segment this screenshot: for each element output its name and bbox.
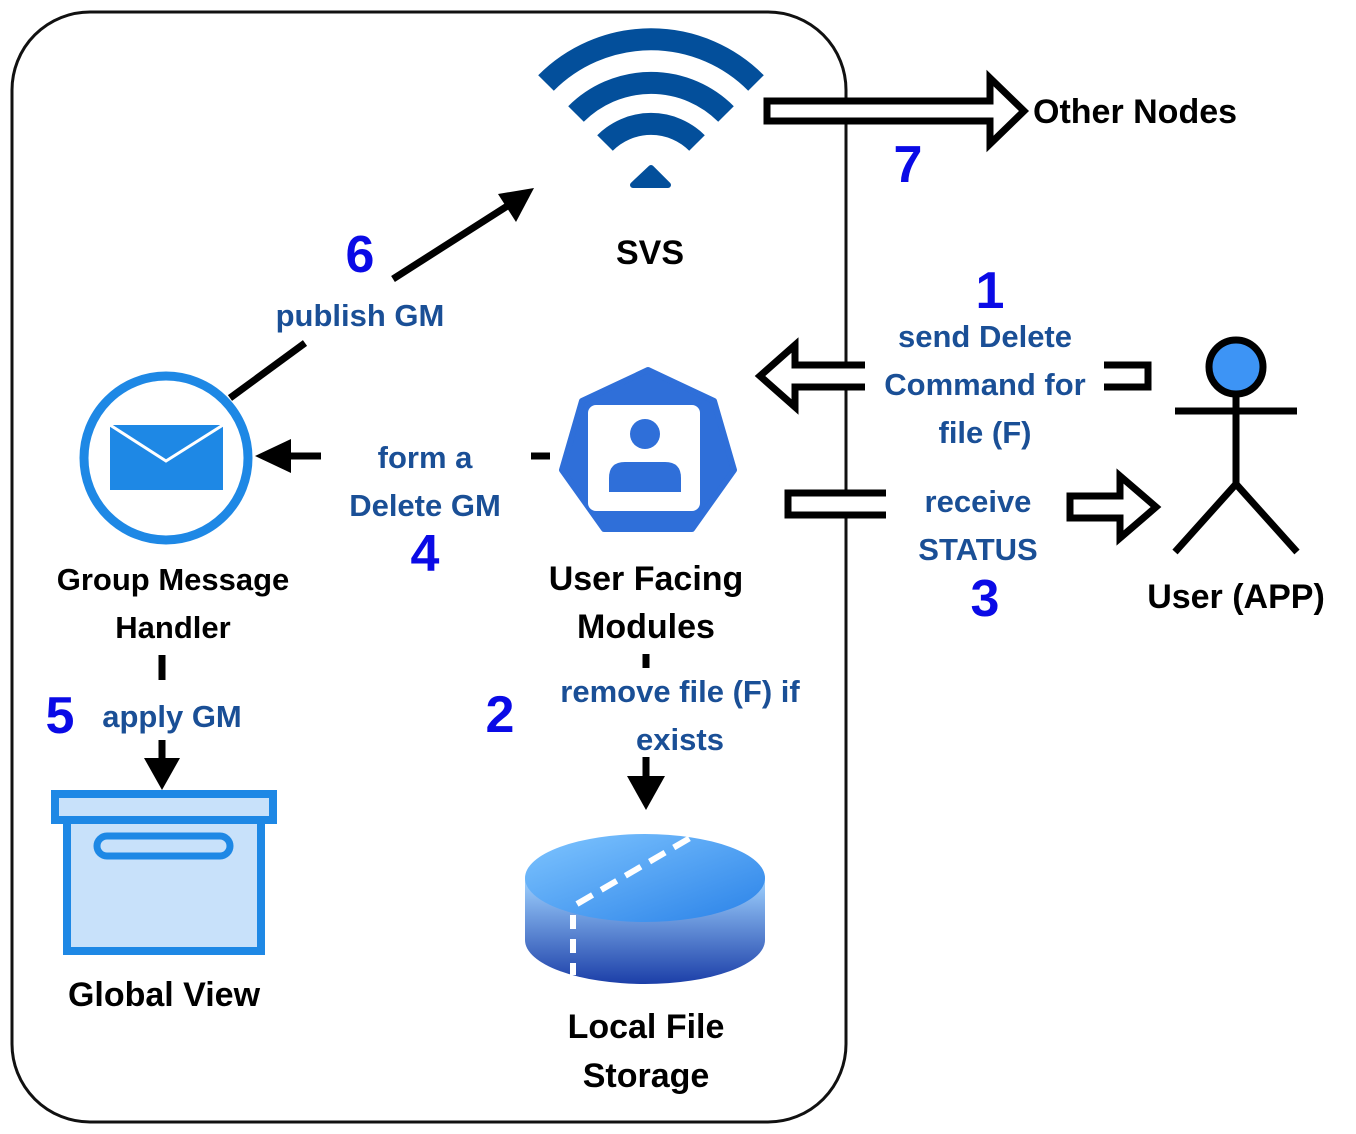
user-facing-modules-label-1: User Facing bbox=[549, 560, 744, 598]
svs-label: SVS bbox=[616, 234, 684, 272]
user-badge-icon bbox=[559, 367, 737, 532]
wifi-icon bbox=[538, 28, 764, 188]
envelope-icon bbox=[79, 371, 253, 545]
apply-gm-label: apply GM bbox=[102, 699, 242, 734]
send-delete-label-2: Command for bbox=[884, 367, 1086, 402]
local-file-storage-label-2: Storage bbox=[583, 1057, 710, 1095]
svs-to-other-nodes-arrow bbox=[763, 69, 1030, 153]
other-nodes-label: Other Nodes bbox=[1033, 93, 1237, 131]
form-gm-label-1: form a bbox=[378, 440, 474, 475]
archive-box-icon bbox=[51, 790, 277, 955]
group-message-handler-label-2: Handler bbox=[115, 610, 230, 645]
receive-status-label-1: receive bbox=[925, 484, 1032, 519]
user-app-label: User (APP) bbox=[1147, 578, 1325, 616]
publish-gm-line-lower bbox=[227, 340, 308, 401]
remove-file-label-2: exists bbox=[636, 722, 724, 757]
stick-figure-icon bbox=[1172, 336, 1300, 555]
receive-status-label-2: STATUS bbox=[918, 532, 1037, 567]
user-facing-modules-label-2: Modules bbox=[577, 608, 715, 646]
disk-icon bbox=[525, 834, 765, 984]
step-1: 1 bbox=[976, 262, 1005, 320]
send-delete-arrow bbox=[754, 337, 1152, 415]
step-2: 2 bbox=[486, 686, 515, 744]
step-5: 5 bbox=[46, 687, 75, 745]
group-message-handler-label-1: Group Message bbox=[57, 562, 290, 597]
step-6: 6 bbox=[346, 226, 375, 284]
step-4: 4 bbox=[411, 525, 440, 583]
form-gm-arrow bbox=[255, 439, 321, 473]
remove-file-label-1: remove file (F) if bbox=[560, 674, 800, 709]
remove-file-arrow bbox=[627, 757, 665, 810]
send-delete-label-3: file (F) bbox=[939, 415, 1032, 450]
send-delete-label-1: send Delete bbox=[898, 319, 1072, 354]
node-boundary bbox=[10, 10, 848, 1124]
local-file-storage-label-1: Local File bbox=[568, 1008, 725, 1046]
apply-gm-arrow bbox=[144, 740, 180, 790]
form-gm-label-2: Delete GM bbox=[349, 488, 501, 523]
publish-gm-arrow bbox=[391, 188, 534, 282]
publish-gm-label: publish GM bbox=[276, 298, 445, 333]
global-view-label: Global View bbox=[68, 976, 261, 1014]
receive-status-arrow bbox=[784, 468, 1162, 546]
step-7: 7 bbox=[894, 136, 923, 194]
step-3: 3 bbox=[971, 570, 1000, 628]
